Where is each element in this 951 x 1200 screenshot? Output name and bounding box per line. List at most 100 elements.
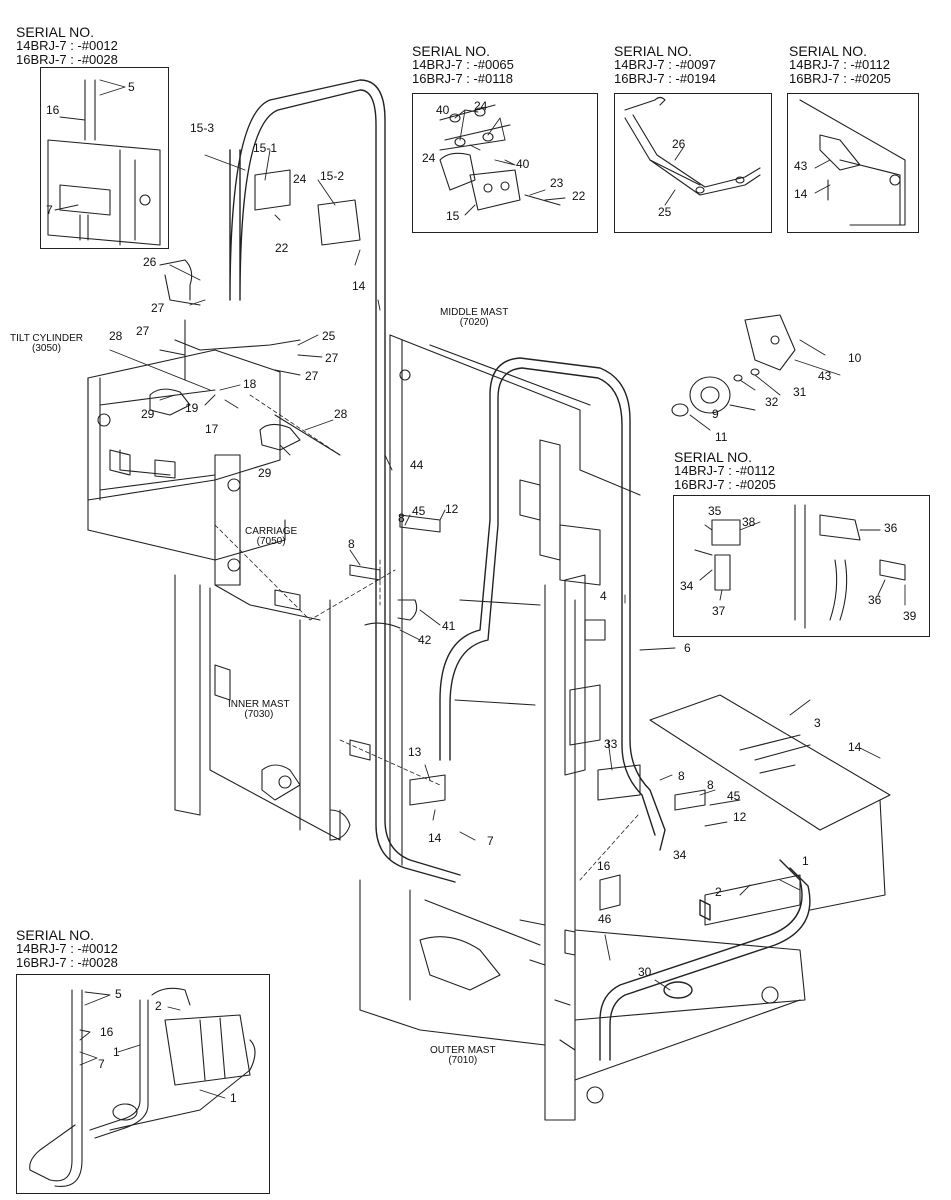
part-label-43: 43 <box>794 159 808 173</box>
part-label-30: 30 <box>638 965 652 979</box>
part-label-25: 25 <box>658 205 672 219</box>
part-label-8: 8 <box>348 537 355 551</box>
serial-line: 14BRJ-7 : -#0012 <box>16 38 118 53</box>
carriage-label: CARRIAGE (7050) <box>245 527 297 547</box>
part-label-7: 7 <box>98 1057 105 1071</box>
part-label-36: 36 <box>884 521 898 535</box>
part-label-34: 34 <box>673 848 687 862</box>
part-label-2: 2 <box>715 885 722 899</box>
part-label-29: 29 <box>258 466 272 480</box>
part-label-24: 24 <box>474 99 488 113</box>
inset-top-2-drawing <box>439 104 561 211</box>
part-label-15-2: 15-2 <box>320 169 345 183</box>
leader-lines <box>109 149 881 991</box>
part-label-24: 24 <box>293 172 307 186</box>
serial-line: 14BRJ-7 : -#0112 <box>674 463 775 478</box>
tilt-cylinder-name: TILT CYLINDER <box>10 333 83 344</box>
serial-header-top-2: SERIAL NO. 14BRJ-7 : -#0065 16BRJ-7 : -#… <box>412 44 514 86</box>
serial-line: 14BRJ-7 : -#0112 <box>789 57 890 72</box>
part-label-22: 22 <box>572 189 586 203</box>
middle-mast-label: MIDDLE MAST (7020) <box>440 308 508 328</box>
part-label-23: 23 <box>550 176 564 190</box>
serial-line: 16BRJ-7 : -#0118 <box>412 71 513 86</box>
part-label-1: 1 <box>113 1045 120 1059</box>
part-label-1: 1 <box>802 854 809 868</box>
part-label-14: 14 <box>794 187 808 201</box>
part-label-11: 11 <box>715 430 728 444</box>
part-label-39: 39 <box>903 609 917 623</box>
inset-top-left-drawing <box>47 79 161 246</box>
part-label-28: 28 <box>109 329 123 343</box>
part-label-43: 43 <box>818 369 832 383</box>
serial-title: SERIAL NO. <box>16 24 95 40</box>
part-label-7: 7 <box>487 834 494 848</box>
part-label-10: 10 <box>848 351 862 365</box>
serial-title: SERIAL NO. <box>412 43 491 59</box>
part-label-16: 16 <box>597 859 611 873</box>
inner-mast-name: INNER MAST <box>228 699 290 710</box>
serial-title: SERIAL NO. <box>16 927 95 943</box>
dashed-reference-lines <box>214 394 639 881</box>
part-label-45: 45 <box>727 789 741 803</box>
carriage-name: CARRIAGE <box>245 526 298 537</box>
serial-header-top-3: SERIAL NO. 14BRJ-7 : -#0097 16BRJ-7 : -#… <box>614 44 716 86</box>
part-label-42: 42 <box>418 633 432 647</box>
part-label-14: 14 <box>352 279 366 293</box>
part-label-13: 13 <box>408 745 422 759</box>
inset-box-top-4 <box>787 93 919 233</box>
part-label-7: 7 <box>46 203 53 217</box>
part-label-44: 44 <box>410 458 424 472</box>
part-label-9: 9 <box>712 407 719 421</box>
part-label-12: 12 <box>733 810 747 824</box>
inset-box-middle-right <box>673 495 930 637</box>
part-label-40: 40 <box>516 157 530 171</box>
serial-line: 16BRJ-7 : -#0194 <box>614 71 716 86</box>
part-label-46: 46 <box>598 912 612 926</box>
outer-mast-drawing <box>359 574 886 1121</box>
part-label-6: 6 <box>684 641 691 655</box>
outer-mast-code: (7010) <box>448 1055 478 1066</box>
part-label-40: 40 <box>436 103 450 117</box>
outer-mast-name: OUTER MAST <box>430 1045 496 1056</box>
inset-leader-lines <box>54 79 906 1099</box>
pulley-drawing <box>671 314 796 417</box>
part-label-27: 27 <box>325 351 339 365</box>
part-label-28: 28 <box>334 407 348 421</box>
inset-bottom-left-drawing <box>29 987 256 1188</box>
part-label-15-3: 15-3 <box>190 121 215 135</box>
manifold-drawing <box>119 169 361 476</box>
part-label-16: 16 <box>100 1025 114 1039</box>
part-label-8: 8 <box>398 511 405 525</box>
part-label-27: 27 <box>305 369 319 383</box>
carriage-drawing <box>87 349 321 621</box>
part-label-34: 34 <box>680 579 694 593</box>
inner-mast-label: INNER MAST (7030) <box>228 700 290 720</box>
inset-box-top-3 <box>614 93 772 233</box>
serial-line: 14BRJ-7 : -#0012 <box>16 941 118 956</box>
part-label-45: 45 <box>412 504 426 518</box>
part-label-35: 35 <box>708 504 722 518</box>
part-label-22: 22 <box>275 241 289 255</box>
part-label-17: 17 <box>205 422 219 436</box>
part-label-24: 24 <box>422 151 436 165</box>
part-label-25: 25 <box>322 329 336 343</box>
serial-line: 16BRJ-7 : -#0205 <box>789 71 891 86</box>
part-label-14: 14 <box>428 831 442 845</box>
inset-top-3-drawing <box>624 96 761 196</box>
part-label-5: 5 <box>128 80 135 94</box>
part-label-8: 8 <box>707 778 714 792</box>
part-label-26: 26 <box>143 255 157 269</box>
part-label-15: 15 <box>446 209 460 223</box>
middle-mast-code: (7020) <box>459 317 489 328</box>
part-label-38: 38 <box>742 515 756 529</box>
part-label-5: 5 <box>115 987 122 1001</box>
serial-line: 14BRJ-7 : -#0097 <box>614 57 716 72</box>
serial-header-middle-right: SERIAL NO. 14BRJ-7 : -#0112 16BRJ-7 : -#… <box>674 450 776 492</box>
serial-line: 14BRJ-7 : -#0065 <box>412 57 514 72</box>
serial-header-top-left: SERIAL NO. 14BRJ-7 : -#0012 16BRJ-7 : -#… <box>16 25 118 67</box>
serial-header-top-4: SERIAL NO. 14BRJ-7 : -#0112 16BRJ-7 : -#… <box>789 44 891 86</box>
tilt-cylinder-label: TILT CYLINDER (3050) <box>10 334 83 354</box>
middle-mast-name: MIDDLE MAST <box>440 307 509 318</box>
serial-title: SERIAL NO. <box>674 449 753 465</box>
